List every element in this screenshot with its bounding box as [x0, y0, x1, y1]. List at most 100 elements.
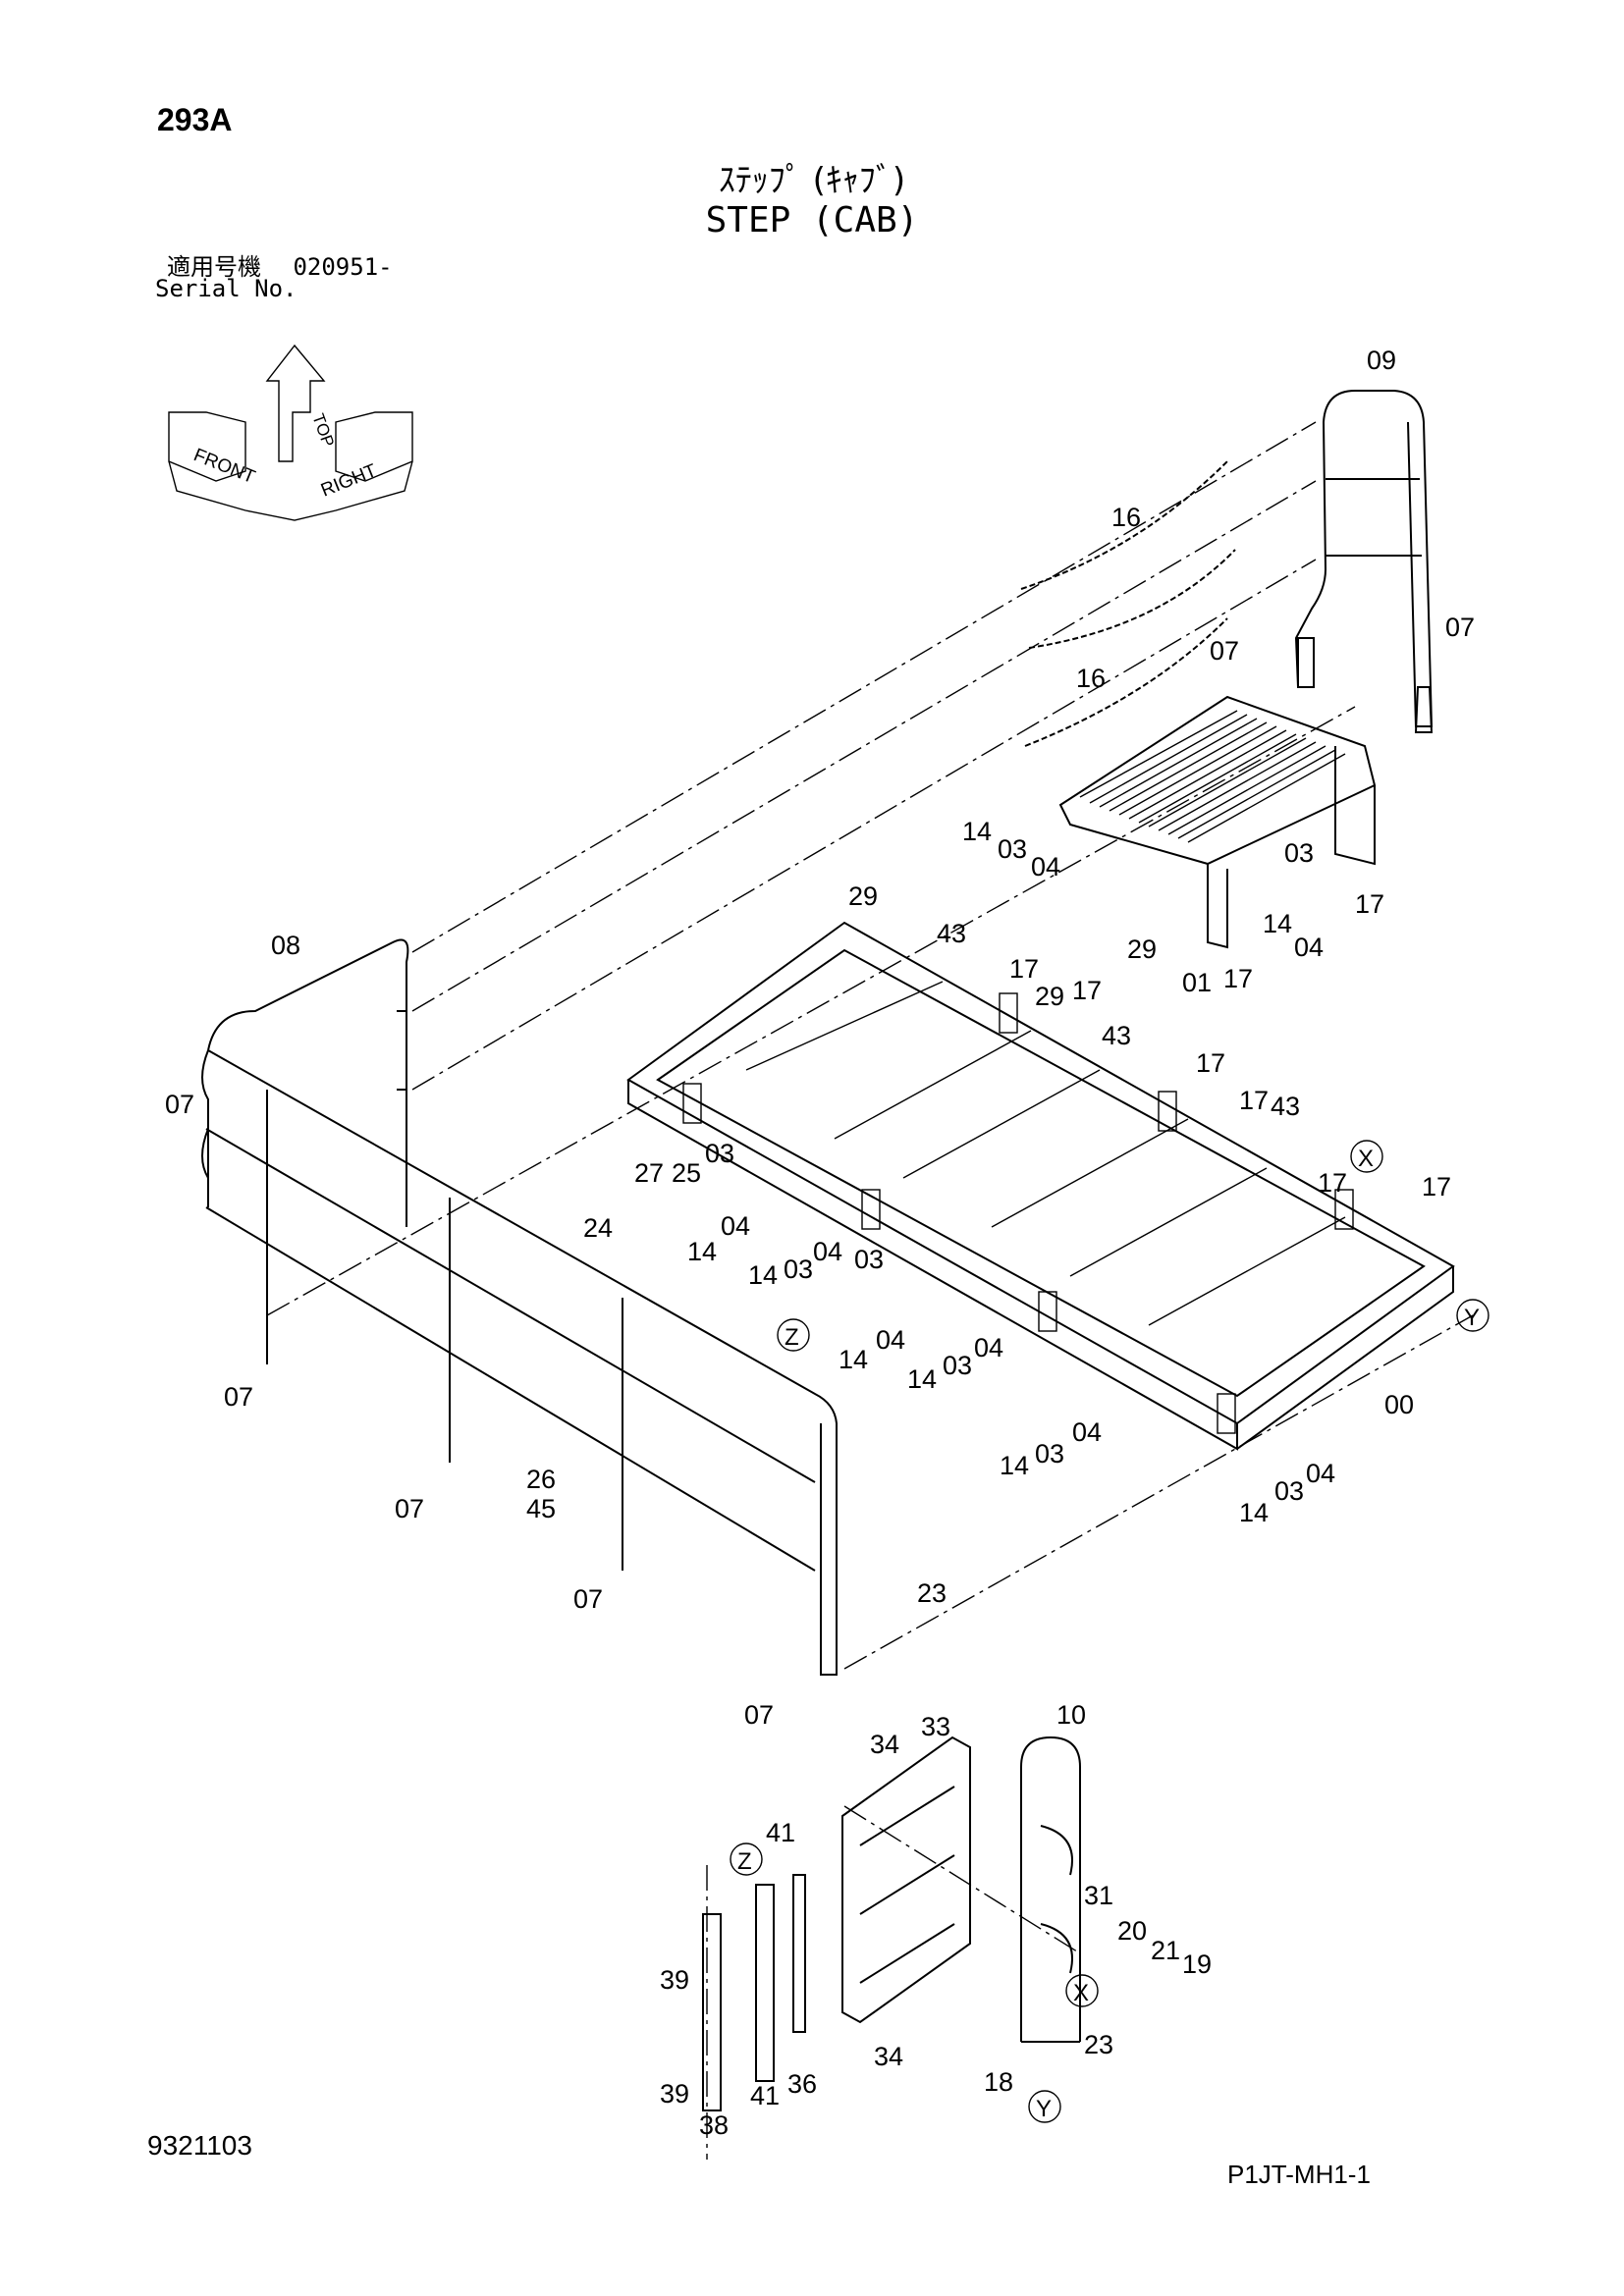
callout-33: 33 — [921, 1712, 950, 1741]
view-marker-x: X — [1073, 1980, 1089, 2006]
callout-17: 17 — [1422, 1172, 1451, 1201]
callout-14: 14 — [748, 1260, 778, 1290]
callout-34: 34 — [870, 1730, 899, 1759]
leader-lines — [266, 421, 1474, 2160]
callout-14: 14 — [1000, 1451, 1029, 1480]
callout-04: 04 — [813, 1237, 842, 1266]
callout-31: 31 — [1084, 1881, 1113, 1910]
title-japanese: ｽﾃｯﾌﾟ (ｷｬﾌﾞ) — [718, 161, 906, 200]
callout-03: 03 — [998, 834, 1027, 864]
callout-07: 07 — [395, 1494, 424, 1523]
callout-17: 17 — [1009, 954, 1039, 984]
callout-23: 23 — [1084, 2030, 1113, 2059]
document-number: 9321103 — [147, 2130, 252, 2161]
view-marker-z: Z — [737, 1848, 752, 1875]
callout-07: 07 — [1445, 613, 1475, 642]
callout-04: 04 — [1306, 1459, 1335, 1488]
callout-10: 10 — [1056, 1700, 1086, 1730]
callout-43: 43 — [1102, 1021, 1131, 1050]
callout-03: 03 — [1035, 1439, 1064, 1468]
callout-20: 20 — [1117, 1916, 1147, 1946]
sheet-code: P1JT-MH1-1 — [1227, 2160, 1371, 2189]
callout-41: 41 — [750, 2081, 780, 2110]
callout-17: 17 — [1072, 976, 1102, 1005]
callout-07: 07 — [573, 1584, 603, 1614]
callout-07: 07 — [1210, 636, 1239, 666]
callout-16: 16 — [1111, 503, 1141, 532]
callout-19: 19 — [1182, 1949, 1212, 1979]
callout-03: 03 — [1274, 1476, 1304, 1506]
orientation-top: TOP — [308, 411, 338, 450]
callout-17: 17 — [1355, 889, 1384, 919]
callout-03: 03 — [1284, 838, 1314, 868]
callout-18: 18 — [984, 2067, 1013, 2097]
callout-34: 34 — [874, 2042, 903, 2071]
callout-04: 04 — [1294, 933, 1324, 962]
callout-07: 07 — [744, 1700, 774, 1730]
callout-04: 04 — [1072, 1417, 1102, 1447]
callout-17: 17 — [1239, 1086, 1269, 1115]
ladder-10 — [1020, 1735, 1081, 2043]
callout-16: 16 — [1076, 664, 1106, 693]
view-marker-y: Y — [1464, 1305, 1480, 1331]
callout-23: 23 — [917, 1578, 947, 1608]
callout-24: 24 — [583, 1213, 613, 1243]
view-marker-y: Y — [1036, 2096, 1052, 2122]
left-handrail-08 — [201, 938, 838, 1676]
callout-08: 08 — [271, 931, 300, 960]
serial-value: 020951- — [293, 253, 393, 281]
callout-14: 14 — [1239, 1498, 1269, 1527]
callout-07: 07 — [224, 1382, 253, 1412]
step-grating — [1058, 695, 1377, 949]
serial-label-jp: 適用号機 — [167, 253, 261, 281]
callout-26: 26 — [526, 1465, 556, 1494]
callout-04: 04 — [876, 1325, 905, 1355]
right-handrail-09 — [1294, 390, 1434, 733]
callout-29: 29 — [1127, 934, 1157, 964]
callout-07: 07 — [165, 1090, 194, 1119]
view-markers: X Y Z Z X Y — [730, 1140, 1489, 2123]
callout-39: 39 — [660, 1965, 689, 1995]
callout-38: 38 — [699, 2110, 729, 2140]
callout-21: 21 — [1151, 1936, 1180, 1965]
callout-labels: 09 16 16 07 07 14 03 04 03 17 14 04 29 0… — [165, 346, 1475, 2140]
orientation-right: RIGHT — [318, 460, 380, 502]
view-marker-x: X — [1358, 1146, 1374, 1172]
callout-03: 03 — [943, 1351, 972, 1380]
callout-04: 04 — [721, 1211, 750, 1241]
callout-27: 27 — [634, 1158, 664, 1188]
callout-03: 03 — [705, 1139, 734, 1168]
callout-04: 04 — [974, 1333, 1003, 1362]
callout-43: 43 — [937, 919, 966, 948]
callout-09: 09 — [1367, 346, 1396, 375]
callout-14: 14 — [687, 1237, 717, 1266]
callout-41: 41 — [766, 1818, 795, 1847]
callout-17: 17 — [1196, 1048, 1225, 1078]
callout-29: 29 — [1035, 982, 1064, 1011]
orientation-front: FRONT — [190, 445, 258, 488]
callout-14: 14 — [839, 1345, 868, 1374]
callout-04: 04 — [1031, 852, 1060, 881]
orientation-indicator: TOP FRONT RIGHT — [168, 344, 413, 521]
callout-14: 14 — [907, 1364, 937, 1394]
hinge-plates — [702, 1874, 806, 2111]
callout-17: 17 — [1223, 964, 1253, 993]
serial-row-japanese: 適用号機 020951- — [167, 247, 393, 282]
callout-00: 00 — [1384, 1390, 1414, 1419]
callout-29: 29 — [848, 881, 878, 911]
callout-01: 01 — [1182, 968, 1212, 997]
callout-39: 39 — [660, 2079, 689, 2109]
callout-14: 14 — [962, 817, 992, 846]
callout-03: 03 — [854, 1245, 884, 1274]
side-plate-33 — [841, 1735, 971, 2024]
chains-16 — [1020, 460, 1236, 747]
callout-45: 45 — [526, 1494, 556, 1523]
callout-14: 14 — [1263, 909, 1292, 938]
title-english: STEP (CAB) — [705, 200, 919, 240]
main-frame-00 — [626, 921, 1455, 1451]
callout-43: 43 — [1271, 1092, 1300, 1121]
callout-17: 17 — [1318, 1168, 1347, 1198]
callout-03: 03 — [784, 1255, 813, 1284]
callout-36: 36 — [787, 2069, 817, 2099]
